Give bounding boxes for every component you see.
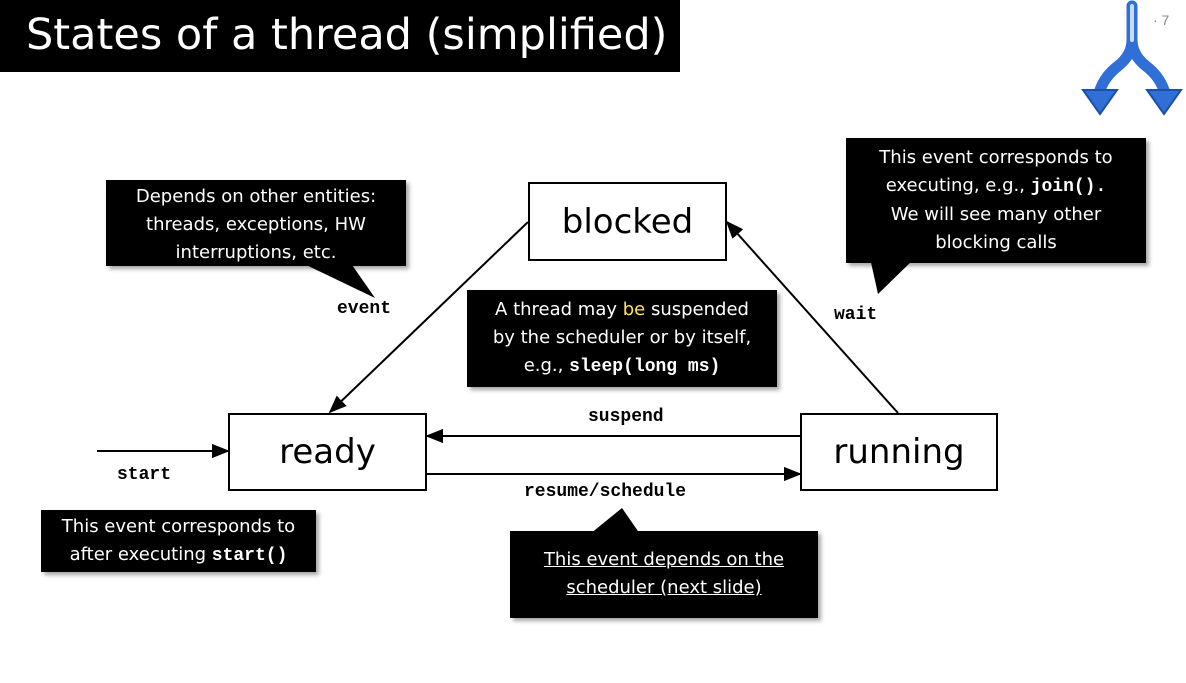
- callout-start-line2: after executing start(): [41, 541, 316, 570]
- label-suspend: suspend: [588, 407, 664, 427]
- arrow-event: [328, 221, 529, 414]
- callout-event-note: Depends on other entities: threads, exce…: [106, 180, 406, 266]
- label-resume: resume/schedule: [524, 482, 687, 502]
- callout-resume-line1: This event depends on the: [543, 549, 785, 570]
- state-blocked-label: blocked: [561, 201, 694, 242]
- arrow-wait: [725, 220, 899, 414]
- callout-suspend-line1: A thread may be suspended: [467, 296, 777, 324]
- state-blocked: blocked: [528, 182, 727, 261]
- slide-title: States of a thread (simplified): [26, 10, 668, 60]
- callout-resume-line2: scheduler (next slide): [566, 577, 762, 598]
- state-ready: ready: [228, 413, 427, 491]
- callout-suspend-line1-b: suspended: [645, 299, 749, 320]
- label-event: event: [337, 299, 392, 319]
- sleep-code: sleep(long ms): [569, 357, 721, 377]
- callout-start-note: This event corresponds to after executin…: [41, 510, 316, 572]
- callout-wait-line1: This event corresponds to: [879, 147, 1113, 168]
- state-ready-label: ready: [279, 432, 376, 472]
- callout-suspend-line1-a: A thread may: [495, 299, 623, 320]
- title-bar: States of a thread (simplified): [0, 0, 680, 72]
- fork-arrows-icon: [1081, 0, 1183, 116]
- callout-wait-line3: We will see many other: [890, 204, 1102, 225]
- callout-suspend-line2: by the scheduler or by itself,: [492, 327, 752, 348]
- callout-suspend-note: A thread may be suspended by the schedul…: [467, 290, 777, 387]
- label-wait: wait: [834, 305, 878, 325]
- callout-start-line1: This event corresponds to: [61, 516, 296, 537]
- label-start: start: [117, 465, 172, 485]
- start-code: start(): [211, 546, 288, 566]
- callout-tail-resume: [590, 508, 640, 534]
- page-number: · 7: [1153, 12, 1170, 28]
- callout-tail-wait: [870, 258, 915, 294]
- callout-event-line2: threads, exceptions, HW: [146, 214, 366, 235]
- callout-tail-event: [300, 262, 375, 298]
- callout-wait-line4: blocking calls: [935, 232, 1057, 253]
- callout-suspend-line1-hl: be: [622, 299, 646, 320]
- callout-start-line2-text: after executing: [69, 544, 212, 565]
- callout-resume-note: This event depends on the scheduler (nex…: [510, 531, 818, 618]
- callout-suspend-line3-text: e.g.,: [523, 355, 570, 376]
- callout-wait-note: This event corresponds to executing, e.g…: [846, 138, 1146, 263]
- callout-wait-line2: executing, e.g., join().: [846, 172, 1146, 201]
- state-running-label: running: [833, 432, 965, 472]
- join-code: join().: [1030, 177, 1107, 197]
- state-running: running: [800, 413, 998, 491]
- callout-wait-line2-text: executing, e.g.,: [885, 175, 1031, 196]
- callout-suspend-line3: e.g., sleep(long ms): [467, 352, 777, 381]
- callout-event-line3: interruptions, etc.: [175, 242, 337, 263]
- callout-event-line1: Depends on other entities:: [135, 186, 377, 207]
